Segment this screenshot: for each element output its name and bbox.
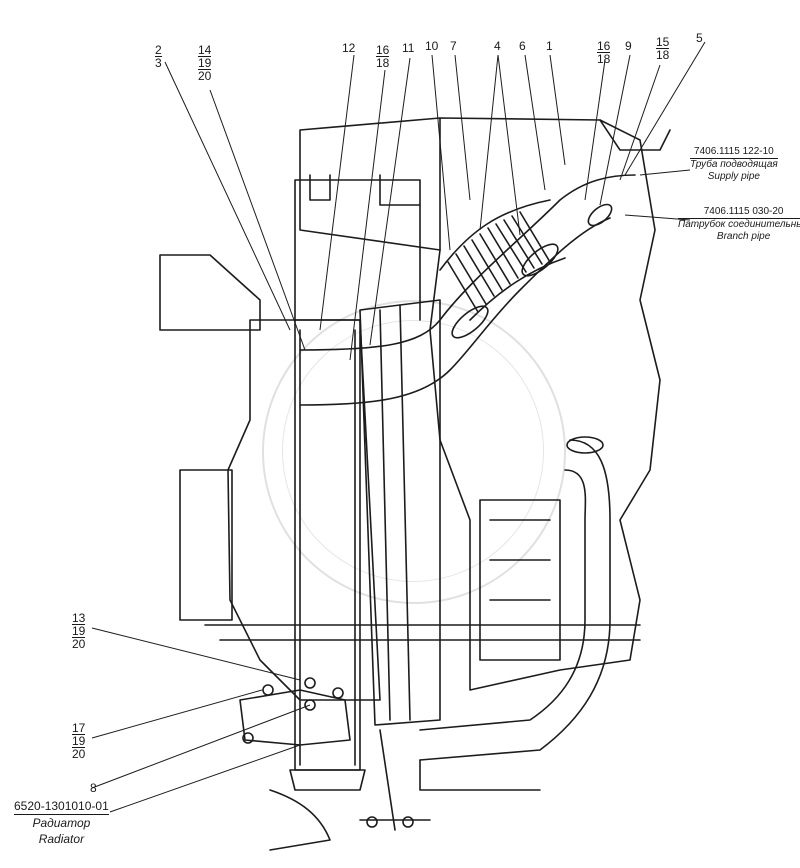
callout-16-18: 16 18 xyxy=(376,43,390,70)
callout-number: 3 xyxy=(155,56,162,70)
callout-number: 2 xyxy=(155,43,162,57)
callout-14-19-20: 14 19 20 xyxy=(198,43,212,83)
radiator-caption: 6520-1301010-01 Радиатор Radiator xyxy=(14,798,109,847)
callout-5: 5 xyxy=(696,31,703,45)
callout-12: 12 xyxy=(342,41,356,55)
callout-number: 20 xyxy=(198,69,212,83)
supply-pipe-code: 7406.1115 122-10 xyxy=(694,146,774,157)
supply-pipe-caption: 7406.1115 122-10 Труба подводящая Supply… xyxy=(690,146,778,183)
callout-number: 17 xyxy=(72,721,86,735)
callout-13-19-20: 13 19 20 xyxy=(72,611,86,651)
callout-2-3: 2 3 xyxy=(155,44,162,69)
callout-11: 11 xyxy=(402,41,415,55)
callout-8: 8 xyxy=(90,781,97,795)
supply-pipe-ru: Труба подводящая xyxy=(690,158,778,170)
branch-pipe-ru: Патрубок соединительный xyxy=(678,218,800,231)
branch-pipe-code: 7406.1115 030-20 xyxy=(703,206,784,217)
radiator-code: 6520-1301010-01 xyxy=(14,799,109,813)
corrugated-branch-pipe xyxy=(439,199,566,321)
callout-15-18: 15 18 xyxy=(656,35,670,62)
callout-number: 16 xyxy=(376,43,390,57)
callout-number: 20 xyxy=(72,747,86,761)
radiator-en: Radiator xyxy=(38,832,85,846)
supply-pipe-en: Supply pipe xyxy=(707,171,760,182)
branch-pipe-caption: 7406.1115 030-20 Патрубок соединительный… xyxy=(678,206,800,243)
callout-7: 7 xyxy=(450,39,457,53)
callout-17-19-20: 17 19 20 xyxy=(72,721,86,761)
callout-number: 18 xyxy=(656,48,670,62)
callout-number: 13 xyxy=(72,611,86,625)
callout-number: 16 xyxy=(597,39,611,53)
callout-number: 14 xyxy=(198,43,212,57)
callout-number: 15 xyxy=(656,35,670,49)
radiator-ru: Радиатор xyxy=(14,814,109,831)
callout-1: 1 xyxy=(546,39,553,53)
callout-number: 18 xyxy=(597,52,611,66)
callout-6: 6 xyxy=(519,39,526,53)
callout-4: 4 xyxy=(494,39,501,53)
callout-number: 20 xyxy=(72,637,86,651)
leader-lines xyxy=(91,41,706,813)
watermark-seal xyxy=(262,300,566,604)
callout-number: 19 xyxy=(72,734,86,748)
callout-16-18-right: 16 18 xyxy=(597,39,611,66)
callout-number: 18 xyxy=(376,56,390,70)
callout-number: 19 xyxy=(72,624,86,638)
branch-pipe-en: Branch pipe xyxy=(716,231,771,242)
callout-10: 10 xyxy=(425,39,439,53)
callout-9: 9 xyxy=(625,39,632,53)
callout-number: 19 xyxy=(198,56,212,70)
